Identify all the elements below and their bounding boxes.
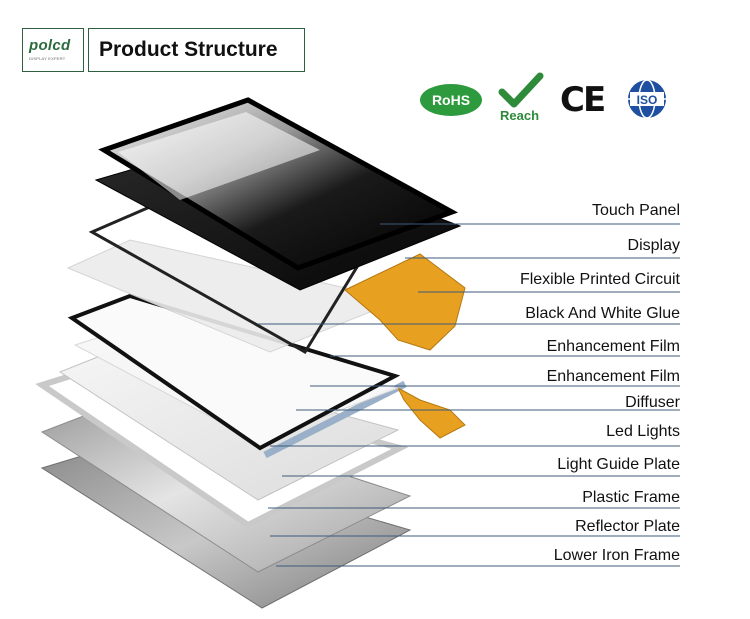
logo: polcd DISPLAY EXPERT [22,28,84,72]
label-light-guide-plate: Light Guide Plate [557,456,680,473]
reach-label: Reach [500,108,540,123]
label-enhancement-film-2: Enhancement Film [546,368,680,385]
ce-mark: CE [560,80,606,120]
rohs-badge: RoHS [420,84,482,116]
touch-panel-glare [118,112,320,200]
label-touch-panel: Touch Panel [591,202,680,219]
label-reflector-plate: Reflector Plate [575,518,680,535]
label-enhancement-film-1: Enhancement Film [546,338,680,355]
logo-text: polcd [29,37,71,54]
led-fpc [396,386,466,439]
label-plastic-frame: Plastic Frame [582,489,680,506]
iso-text: ISO [637,93,658,107]
page-title: Product Structure [99,38,278,61]
logo-subtext: DISPLAY EXPERT [29,56,66,61]
title-box: Product Structure [88,28,305,72]
iso-badge: ISO [626,78,668,120]
label-led-lights: Led Lights [606,423,680,440]
led-strip [263,380,407,459]
certification-badges: RoHS Reach CE ISO [420,72,680,128]
label-lower-iron-frame: Lower Iron Frame [553,547,680,564]
label-display: Display [627,237,680,254]
reach-badge: Reach [496,72,548,128]
leader-lines [258,223,680,567]
label-flexible-printed-circuit: Flexible Printed Circuit [519,271,680,288]
label-diffuser: Diffuser [625,394,680,411]
header: polcd DISPLAY EXPERT Product Structure [22,28,305,72]
globe-icon: ISO [628,79,666,119]
check-icon [498,72,544,108]
flexible-printed-circuit [344,253,466,351]
label-black-white-glue: Black And White Glue [525,305,680,322]
